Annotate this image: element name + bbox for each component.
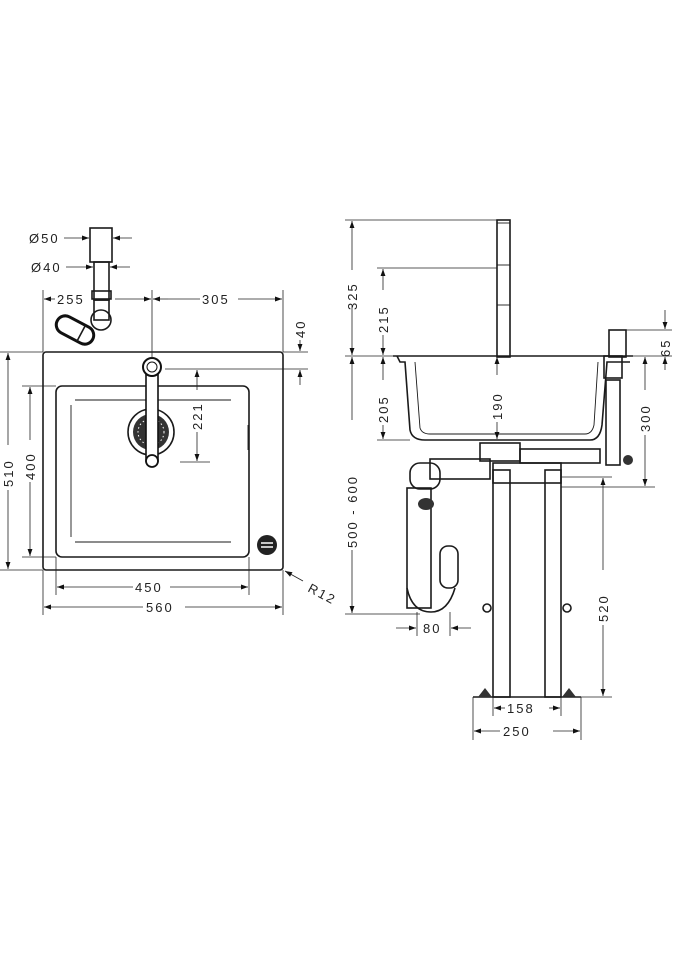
dim-label-40: 40 [293,320,308,338]
faucet-top [142,357,162,468]
faucet-side [496,219,511,358]
dim-lines-top [0,235,308,615]
drain-assembly [406,442,601,613]
dim-label-158: 158 [507,701,535,716]
sink-bowl-side [393,355,633,441]
dim-label-80: 80 [423,621,441,636]
dim-label-300: 300 [638,404,653,432]
dim-label-215: 215 [376,305,391,333]
dim-label-205: 205 [376,395,391,423]
dim-label-400: 400 [23,452,38,480]
dim-label-255: 255 [57,292,85,307]
drain-pipe-top [54,227,113,346]
dim-label-250: 250 [503,724,531,739]
dim-label-510: 510 [1,459,16,487]
dim-label-520: 520 [596,594,611,622]
dim-label-305: 305 [202,292,230,307]
dim-label-221: 221 [190,402,205,430]
dim-label-190: 190 [490,392,505,420]
side-view: 325 215 500 - 600 205 190 65 300 520 80 … [345,219,673,740]
sink-outline [42,351,284,571]
overflow-waste-icon [257,535,277,555]
top-view: Ø50 Ø40 255 305 40 221 510 400 450 560 R… [0,227,339,615]
dim-label-500-600: 500 - 600 [345,475,360,548]
dim-label-325: 325 [345,282,360,310]
dim-label-450: 450 [135,580,163,595]
dim-label-65: 65 [658,339,673,357]
dim-label-diameter-50: Ø50 [29,231,60,246]
support-stand [473,469,581,698]
dim-lines-side [345,219,672,740]
dim-label-560: 560 [146,600,174,615]
soap-dispenser [603,329,633,466]
dim-label-diameter-40: Ø40 [31,260,62,275]
dim-label-r12: R12 [306,580,339,607]
